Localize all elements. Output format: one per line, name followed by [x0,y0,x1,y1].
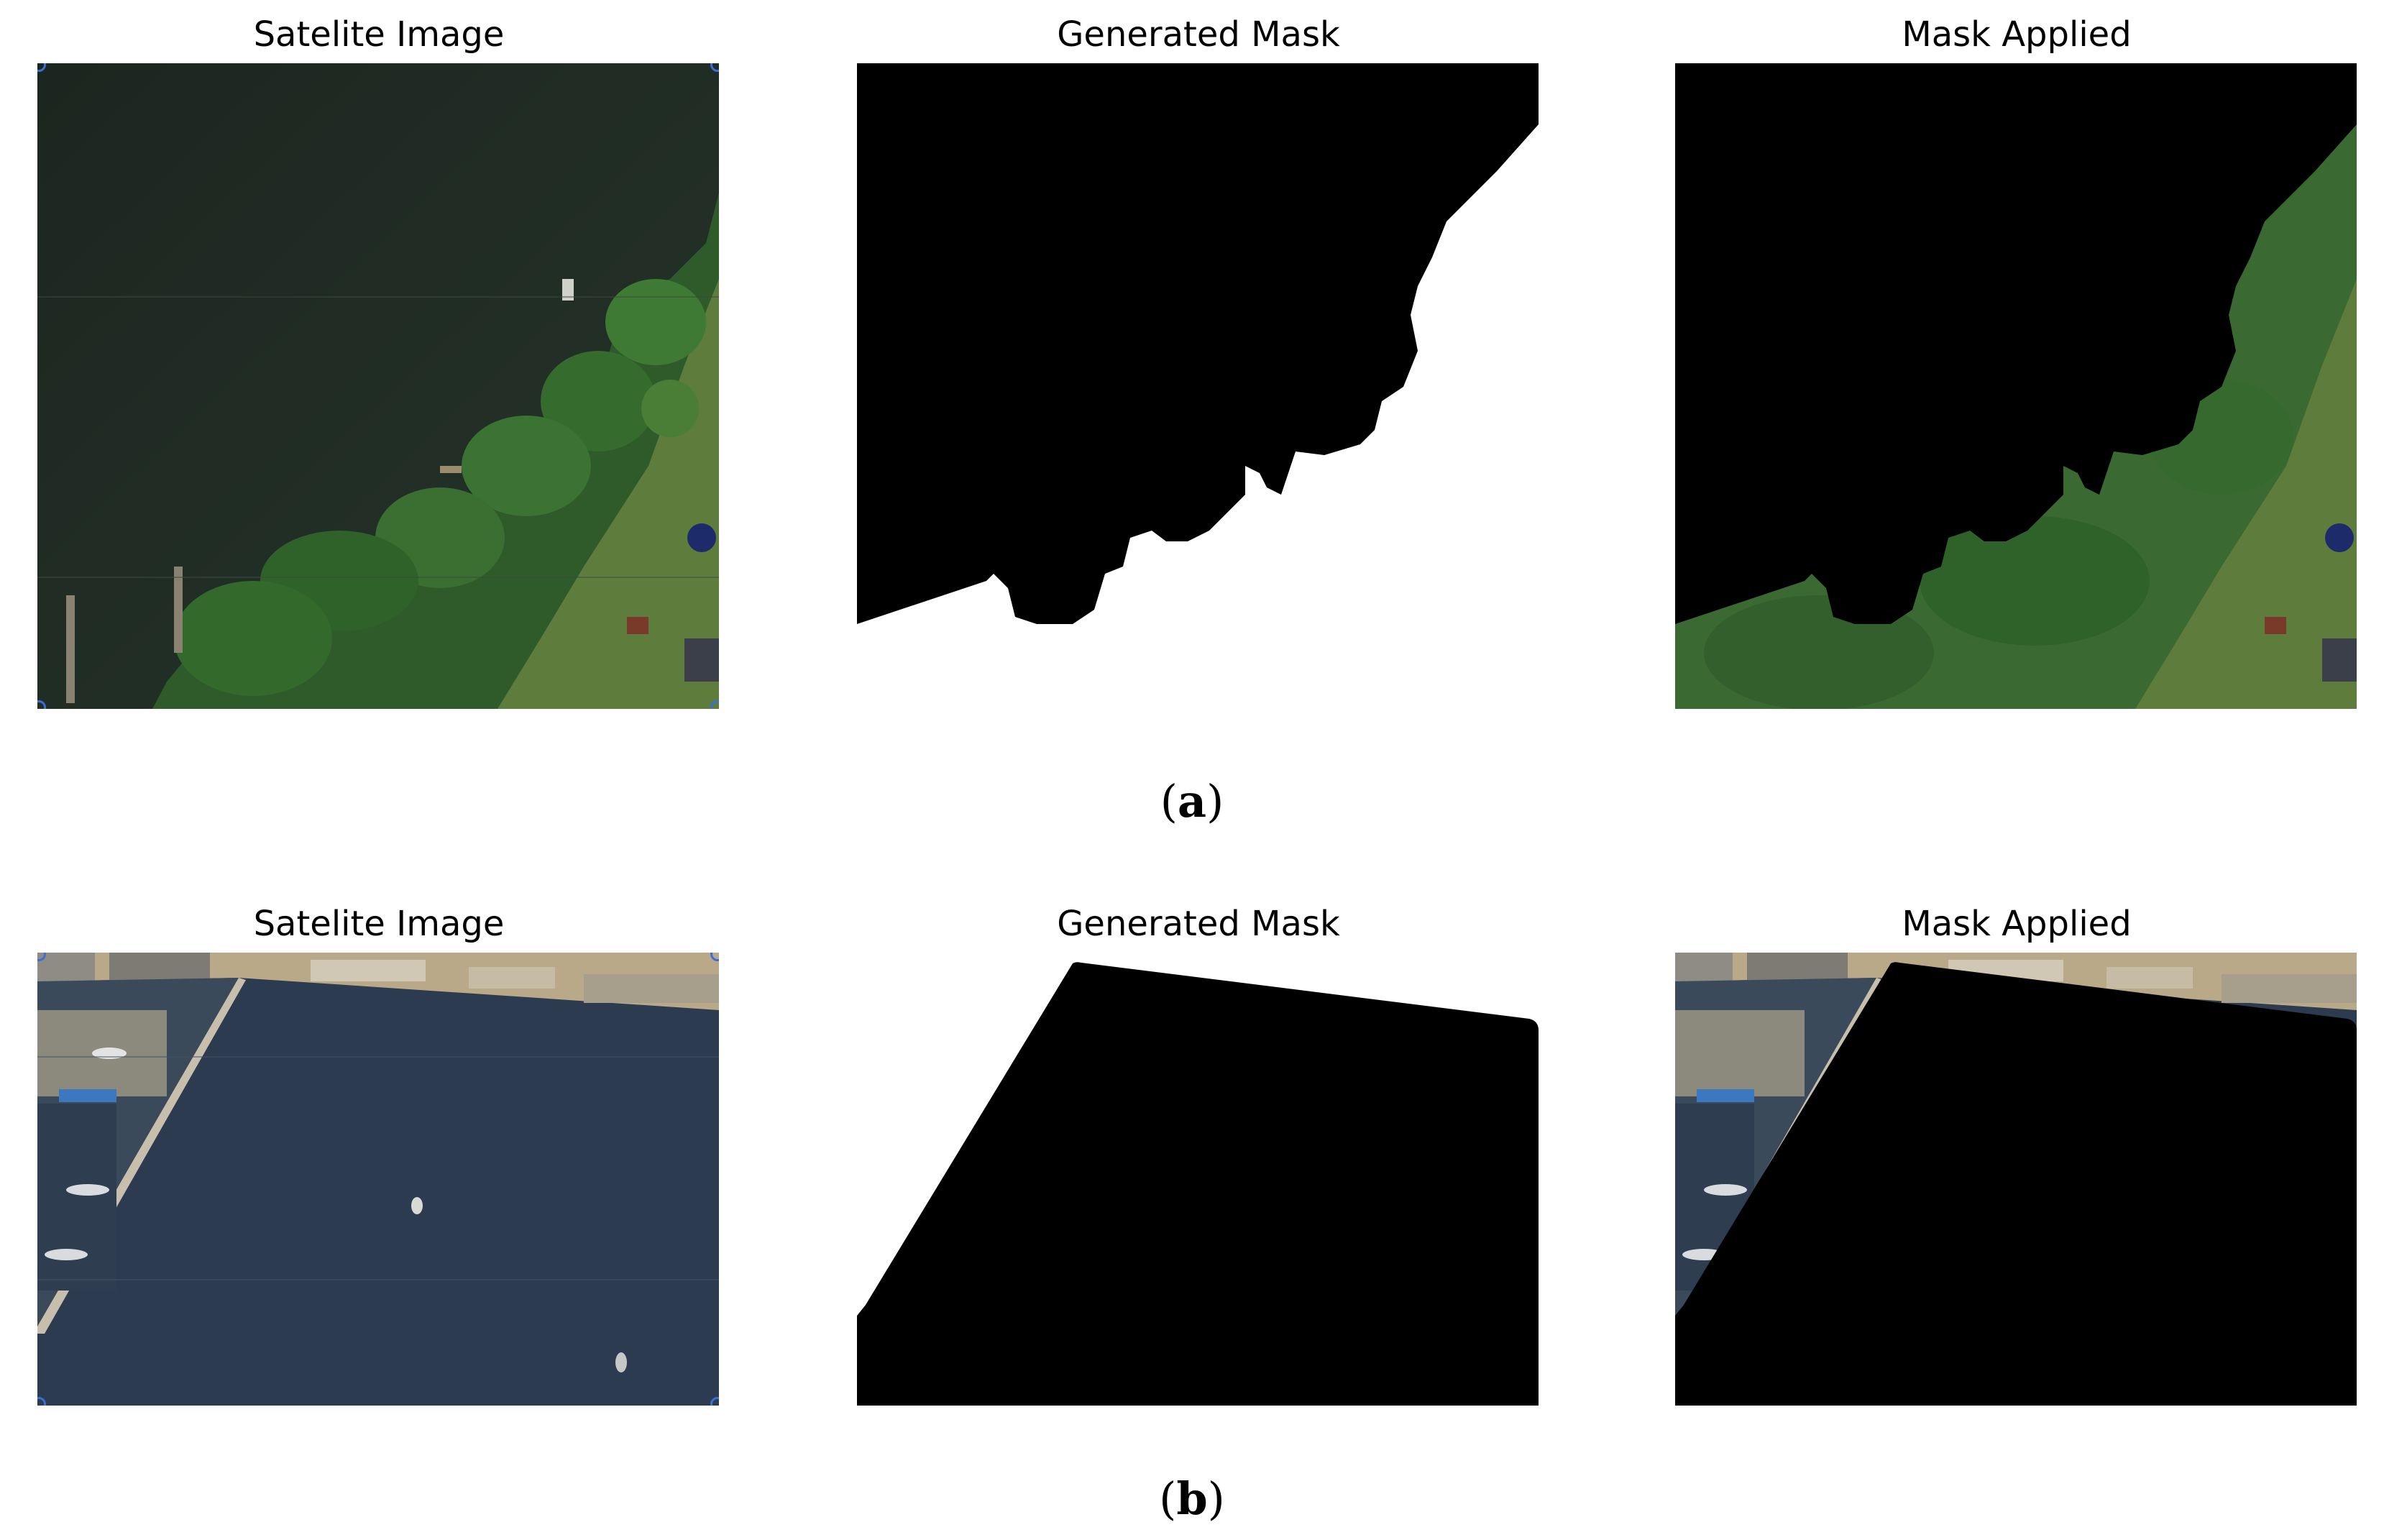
corner-handle-icon [710,63,719,72]
row-b-mask-title: Generated Mask [1057,904,1340,944]
row-a-satellite-title: Satelite Image [253,14,505,55]
row-a-applied-title: Mask Applied [1902,14,2132,55]
corner-handle-icon [37,953,46,961]
row-b-applied-title: Mask Applied [1902,904,2132,944]
caption-b: (b) [1159,1472,1225,1525]
caption-a: (a) [1160,775,1224,828]
corner-handle-icon [37,1397,46,1406]
row-a-generated-mask [857,63,1539,709]
corner-handle-icon [710,700,719,709]
row-b-satellite-title: Satelite Image [253,904,505,944]
row-a-mask-applied [1675,63,2357,709]
corner-handle-icon [37,700,46,709]
row-b-satellite-image [37,953,719,1406]
row-a-mask-title: Generated Mask [1057,14,1340,55]
corner-handle-icon [710,1397,719,1406]
corner-handle-icon [710,953,719,961]
row-b-generated-mask [857,953,1539,1406]
row-b-mask-applied [1675,953,2357,1406]
row-a-satellite-image [37,63,719,709]
corner-handle-icon [37,63,46,72]
